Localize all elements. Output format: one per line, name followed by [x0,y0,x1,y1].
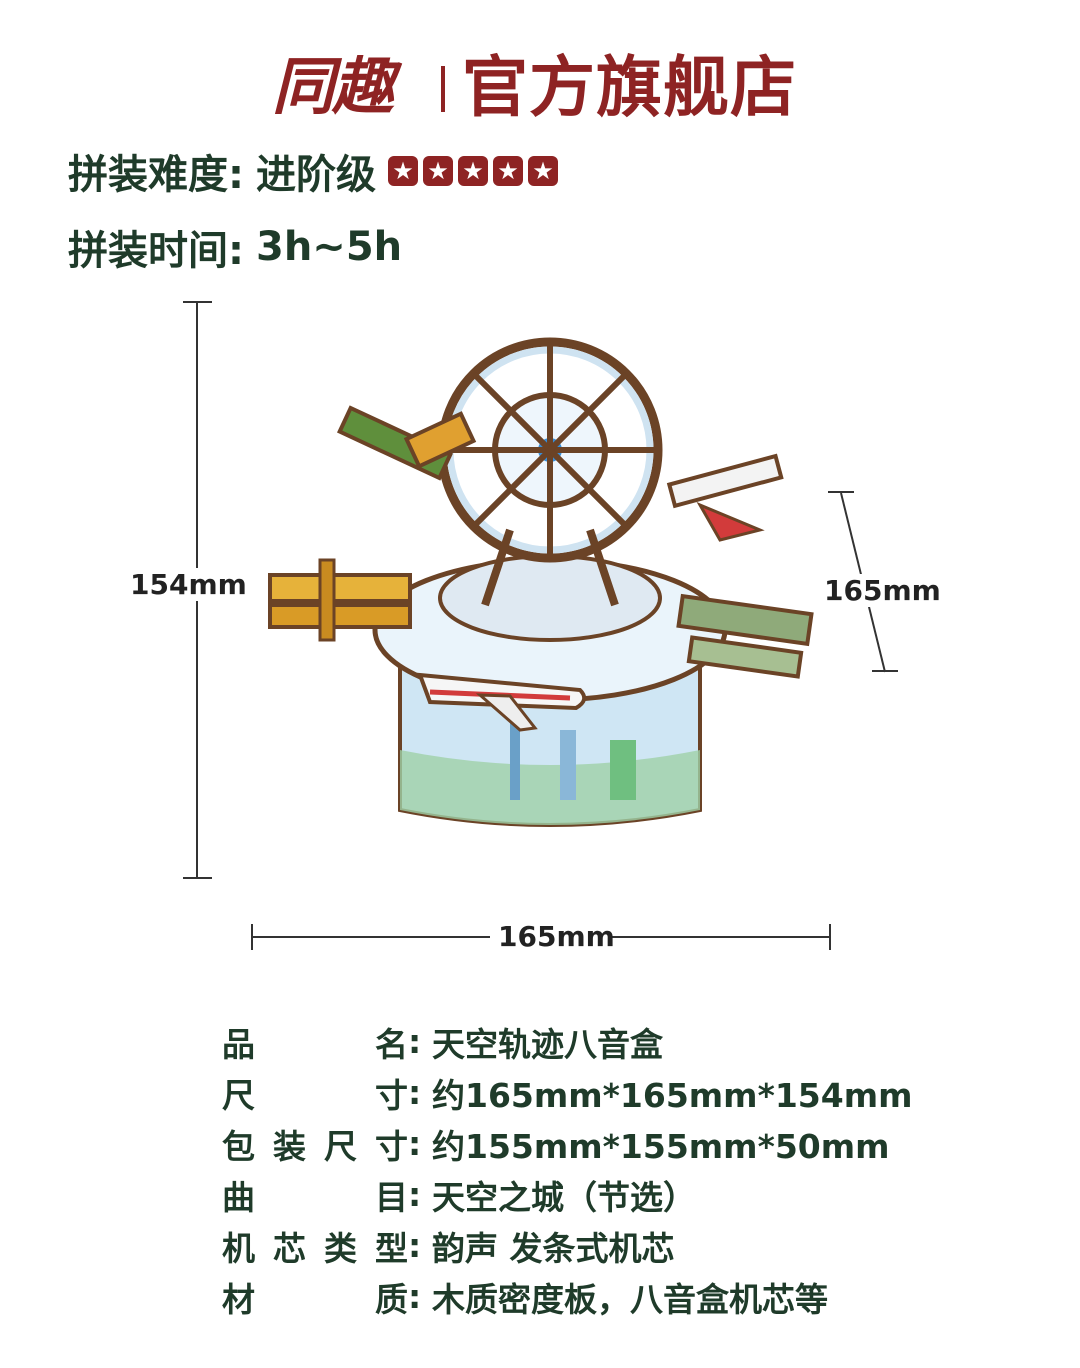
music-box-image [268,337,814,827]
spec-key-char: 类 [324,1228,357,1268]
airliner [417,672,587,732]
spec-colon: : [408,1175,422,1214]
brand-divider [441,66,445,112]
spec-key-char: 型 [375,1228,408,1268]
spec-value: 木质密度板，八音盒机芯等 [432,1279,828,1319]
spec-row: 曲目:天空之城（节选） [222,1169,912,1220]
spec-colon: : [408,1124,422,1163]
spec-key: 材质 [222,1273,408,1321]
star-icon: ★ [388,156,418,186]
spec-row: 包装尺寸: 约155mm*155mm*50mm [222,1118,912,1169]
spec-colon: : [408,1073,422,1112]
star-icon: ★ [458,156,488,186]
height-label: 154mm [130,568,247,601]
time-value: 3h~5h [256,224,403,270]
star-icon: ★ [493,156,523,186]
spec-row: 尺寸:约165mm*165mm*154mm [222,1067,912,1118]
camouflage-biplane [676,593,814,679]
width-label: 165mm [498,920,615,953]
spec-key-char: 目 [375,1177,408,1217]
spec-key: 曲目 [222,1171,408,1219]
spec-value: 韵声 发条式机芯 [432,1228,675,1268]
spec-value: 天空轨迹八音盒 [432,1024,663,1064]
star-icon: ★ [528,156,558,186]
spec-key: 品名 [222,1018,408,1066]
spec-value: 约165mm*165mm*154mm [432,1075,913,1115]
spec-key-char: 名 [375,1024,408,1064]
spec-value: 天空之城（节选） [432,1177,696,1217]
spec-key: 包装尺寸 [222,1120,408,1168]
spec-key-char: 尺 [222,1075,255,1115]
spec-key-char: 芯 [273,1228,306,1268]
spec-row: 品名:天空轨迹八音盒 [222,1016,912,1067]
spec-key-char: 品 [222,1024,255,1064]
green-biplane [337,405,477,481]
spec-row: 机芯类型: 韵声 发条式机芯 [222,1220,912,1271]
spec-key-char: 尺 [324,1126,357,1166]
spec-key-char: 包 [222,1126,255,1166]
difficulty-label: 拼装难度: [68,152,244,198]
brand-logo: 同趣 [272,50,394,123]
spec-colon: : [408,1277,422,1316]
white-plane-right [666,453,784,542]
spec-key: 机芯类型 [222,1222,408,1270]
spec-colon: : [408,1022,422,1061]
difficulty-value: 进阶级 [256,152,376,198]
spec-key-char: 曲 [222,1177,255,1217]
spec-row: 材质:木质密度板，八音盒机芯等 [222,1271,912,1322]
spec-key-char: 寸 [375,1126,408,1166]
spec-colon: : [408,1226,422,1265]
spec-key-char: 寸 [375,1075,408,1115]
yellow-biplane [268,558,412,642]
spec-key-char: 材 [222,1279,255,1319]
store-header: 同趣 官方旗舰店 [0,30,1080,126]
spec-key-char: 装 [273,1126,306,1166]
spec-key: 尺寸 [222,1069,408,1117]
spec-key-char: 质 [375,1279,408,1319]
spec-value: 约155mm*155mm*50mm [432,1126,890,1166]
difficulty-line: 拼装难度: 进阶级 ★★★★★ [68,142,563,200]
store-title: 官方旗舰店 [462,49,797,126]
star-icon: ★ [423,156,453,186]
depth-label: 165mm [824,574,941,607]
spec-key-char: 机 [222,1228,255,1268]
time-label: 拼装时间: [68,228,244,274]
assembly-time-line: 拼装时间: 3h~5h [68,218,402,276]
difficulty-stars: ★★★★★ [388,156,563,186]
